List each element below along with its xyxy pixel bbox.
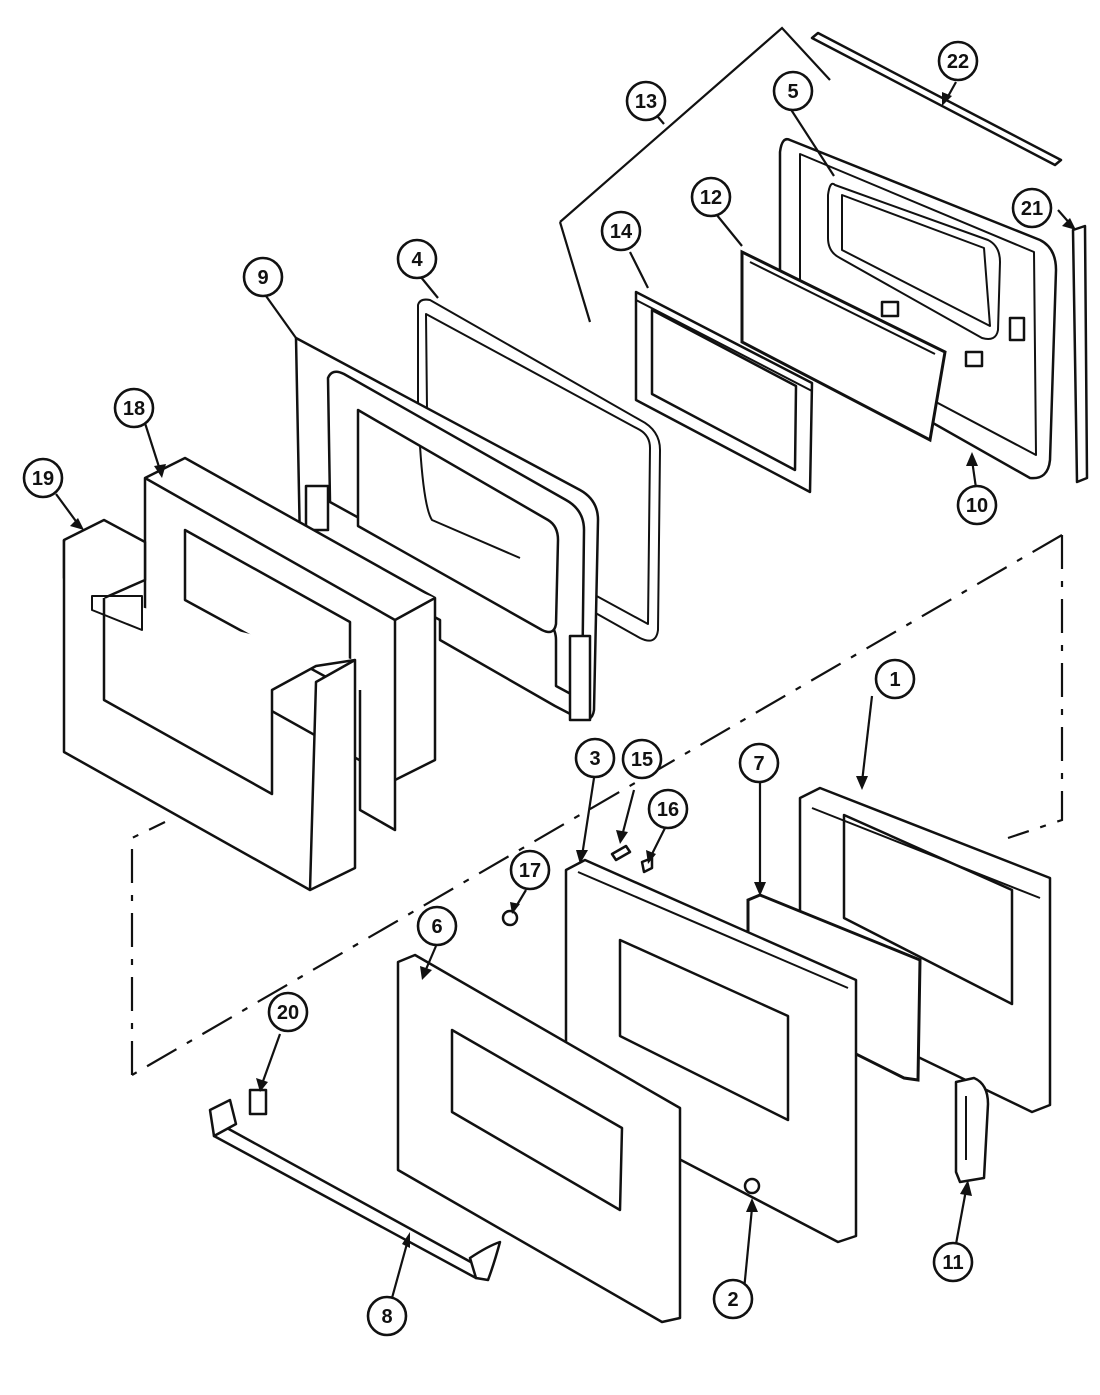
part-1-door-panel [798,786,1052,1114]
callout-number: 8 [381,1306,392,1328]
dashed-separation-line [130,534,1064,1076]
callout-number: 21 [1021,198,1043,220]
callout-15: 15 [621,738,663,780]
callout-number: 17 [519,860,541,882]
part-5-door-gasket [827,182,1026,368]
callout-number: 1 [889,669,900,691]
callout-number: 12 [700,187,722,209]
callout-circle [937,40,979,82]
part-15-screw [610,844,632,862]
part-22-top-trim [810,31,1063,167]
callout-13: 13 [625,80,667,122]
callout-circle [712,1278,754,1320]
callout-circle [366,1295,408,1337]
callout-circle [738,742,780,784]
callout-circle [1011,187,1053,229]
callout-circle [690,176,732,218]
part-14-window-pack [634,290,814,494]
callout-number: 22 [947,51,969,73]
callout-circle [267,991,309,1033]
callout-number: 9 [257,267,268,289]
callout-2: 2 [712,1278,754,1320]
callout-circle [574,737,616,779]
leader-lines [55,81,1076,1299]
part-11-hinge [954,1076,990,1184]
part-20-clip [248,1088,268,1116]
part-9-door-frame [294,336,600,722]
callout-circle [600,210,642,252]
part-19-insulation-front [62,518,357,892]
callout-number: 6 [431,916,442,938]
part-3-door-inner-panel [564,858,858,1244]
callout-14: 14 [600,210,642,252]
callout-circle [242,256,284,298]
callout-10: 10 [956,484,998,526]
screws [501,844,761,1195]
callout-12: 12 [690,176,732,218]
callout-22: 22 [937,40,979,82]
callout-circle [647,788,689,830]
callout-7: 7 [738,742,780,784]
callout-6: 6 [416,905,458,947]
callout-3: 3 [574,737,616,779]
callout-number: 20 [277,1002,299,1024]
callout-circle [22,457,64,499]
callout-number: 14 [610,221,633,243]
callout-number: 10 [966,495,988,517]
callout-8: 8 [366,1295,408,1337]
callout-circle [416,905,458,947]
callout-circle [621,738,663,780]
part-18-insulation [143,456,437,832]
callout-9: 9 [242,256,284,298]
callout-number: 13 [635,91,657,113]
callout-circle [625,80,667,122]
callout-number: 3 [589,748,600,770]
callout-circle [113,387,155,429]
part-6-outer-door-glass [396,953,682,1324]
callout-number: 15 [631,749,653,771]
callout-4: 4 [396,238,438,280]
callout-number: 4 [411,249,423,271]
callout-circle [932,1241,974,1283]
part-8-door-handle [208,1098,502,1282]
callout-number: 2 [727,1289,738,1311]
callout-circle [509,849,551,891]
callout-18: 18 [113,387,155,429]
callout-1: 1 [874,658,916,700]
part-13-bracket-line [558,26,831,323]
part-17-nut [501,909,519,927]
callout-number: 11 [942,1252,963,1274]
callout-17: 17 [509,849,551,891]
part-21-side-trim [1071,224,1089,484]
callout-5: 5 [772,70,814,112]
part-2-screw [743,1177,761,1195]
part-12-inner-glass [740,249,947,443]
callout-16: 16 [647,788,689,830]
callout-number: 7 [753,753,764,775]
callout-11: 11 [932,1241,974,1283]
callout-circle [956,484,998,526]
callout-21: 21 [1011,187,1053,229]
callout-19: 19 [22,457,64,499]
callout-circle [874,658,916,700]
callout-circle [772,70,814,112]
callout-number: 5 [787,81,798,103]
callout-number: 16 [657,799,679,821]
callout-20: 20 [267,991,309,1033]
part-10-inner-door-liner [778,138,1058,480]
callout-number: 18 [123,398,145,420]
callout-circle [396,238,438,280]
callout-number: 19 [32,468,54,490]
